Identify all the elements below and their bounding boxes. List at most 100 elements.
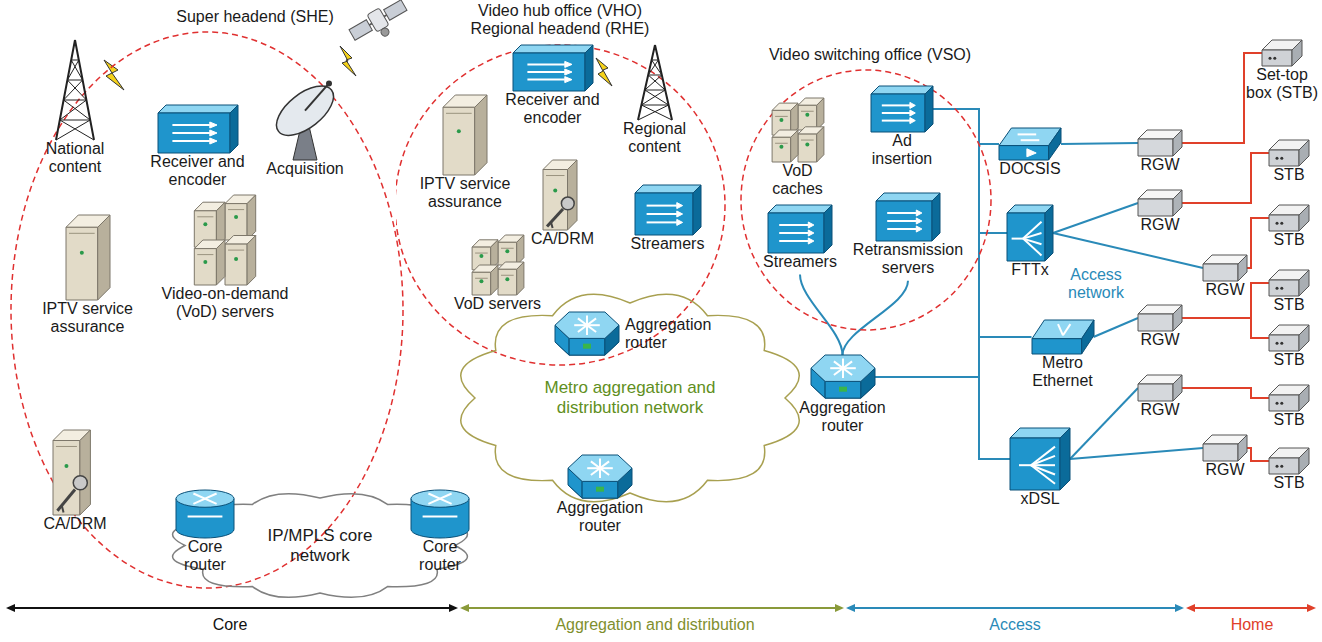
docsis-icon xyxy=(999,128,1061,160)
device-label: STB xyxy=(1262,231,1316,249)
region-heading: Video hub office (VHO) Regional headend … xyxy=(455,2,665,39)
network-device: STB xyxy=(1262,270,1316,314)
device-label: RGW xyxy=(1195,461,1255,479)
device-label: STB xyxy=(1262,474,1316,492)
stb-icon xyxy=(1269,448,1309,474)
site-region: Video switching office (VSO)VoD cachesAd… xyxy=(738,44,1000,344)
hex-icon xyxy=(555,312,619,356)
network-device: Core router xyxy=(170,490,240,575)
lightning-bolt xyxy=(340,46,356,76)
device-label: Aggregation router xyxy=(619,316,725,353)
device-label: National content xyxy=(30,140,120,177)
network-device: Streamers xyxy=(755,205,845,271)
device-label: RGW xyxy=(1130,401,1190,419)
network-device: Aggregation router xyxy=(545,455,655,536)
network-device: CA/DRM xyxy=(520,160,605,248)
device-label: CA/DRM xyxy=(30,515,120,533)
network-device: IPTV service assurance xyxy=(405,95,525,212)
stb-icon xyxy=(1269,270,1309,296)
device-label: IPTV service assurance xyxy=(405,175,525,212)
stb-icon xyxy=(1269,140,1309,166)
network-device: STB xyxy=(1262,325,1316,369)
box-icon xyxy=(513,45,593,91)
rgw-icon xyxy=(1203,255,1247,281)
network-device: Regional content xyxy=(612,45,697,157)
device-label: IPTV service assurance xyxy=(20,300,155,337)
network-device: VoD caches xyxy=(755,98,840,199)
device-label: Ad insertion xyxy=(862,132,942,169)
network-device: VoD servers xyxy=(450,235,545,313)
home-link xyxy=(1182,153,1269,203)
device-label: Core router xyxy=(405,538,475,575)
stb-icon xyxy=(1269,205,1309,231)
keysrv-icon xyxy=(543,160,583,230)
device-label: Set-top box (STB) xyxy=(1245,66,1319,103)
device-label: Aggregation router xyxy=(795,399,890,436)
network-device: Receiver and encoder xyxy=(145,105,250,190)
xdsl-icon xyxy=(1010,428,1070,490)
stack-icon xyxy=(771,98,825,162)
device-label: RGW xyxy=(1195,281,1255,299)
device-label: STB xyxy=(1262,166,1316,184)
device-label: STB xyxy=(1262,411,1316,429)
server-icon xyxy=(66,215,110,300)
stb-icon xyxy=(1269,385,1309,411)
device-label: STB xyxy=(1262,296,1316,314)
dish-icon xyxy=(265,75,345,160)
device-label: Acquisition xyxy=(255,160,355,178)
access-link xyxy=(1070,388,1138,459)
device-label: Streamers xyxy=(755,253,845,271)
access-link xyxy=(843,281,909,355)
section-label: Home xyxy=(1192,616,1312,634)
access-link xyxy=(1053,233,1203,268)
access-link xyxy=(875,377,1011,459)
network-device: Receiver and encoder xyxy=(500,45,605,128)
box-icon xyxy=(768,205,832,253)
device-label: STB xyxy=(1262,351,1316,369)
network-device: Video-on-demand (VoD) servers xyxy=(150,195,300,322)
network-device: FTTx xyxy=(995,205,1065,279)
section-label: Aggregation and distribution xyxy=(505,616,805,634)
access-link xyxy=(875,337,1032,377)
box-icon xyxy=(635,185,701,235)
rgw-icon xyxy=(1203,435,1247,461)
network-device: Streamers xyxy=(620,185,715,253)
device-label: xDSL xyxy=(1000,490,1080,508)
hex-icon xyxy=(811,355,875,399)
network-device: RGW xyxy=(1130,305,1190,349)
device-label: Regional content xyxy=(612,120,697,157)
network-device: Ad insertion xyxy=(862,86,942,169)
stack-icon xyxy=(193,195,257,285)
cyl-icon xyxy=(411,490,469,538)
home-link xyxy=(1182,388,1269,398)
network-device: STB xyxy=(1262,205,1316,249)
network-device: STB xyxy=(1262,140,1316,184)
home-link xyxy=(1182,318,1269,338)
device-label: Video-on-demand (VoD) servers xyxy=(150,285,300,322)
network-device: Aggregation router xyxy=(555,312,725,356)
network-device: Retransmission servers xyxy=(848,193,968,278)
network-device: National content xyxy=(30,40,120,177)
device-label: CA/DRM xyxy=(520,230,605,248)
keysrv-icon xyxy=(53,430,97,515)
home-link xyxy=(1247,448,1269,461)
access-link xyxy=(1061,143,1138,144)
device-label: VoD caches xyxy=(755,162,840,199)
satellite-icon xyxy=(347,0,413,51)
network-device: IPTV service assurance xyxy=(20,215,155,337)
network-device: Core router xyxy=(405,490,475,575)
device-label: Metro Ethernet xyxy=(1015,354,1110,391)
server-icon xyxy=(443,95,487,175)
access-link xyxy=(1094,318,1139,337)
device-label: Receiver and encoder xyxy=(500,91,605,128)
network-device: RGW xyxy=(1130,190,1190,234)
device-label: RGW xyxy=(1130,156,1190,174)
network-device: Aggregation router xyxy=(795,355,890,436)
section-axis xyxy=(6,604,1316,612)
device-label: FTTx xyxy=(995,261,1065,279)
rgw-icon xyxy=(1138,305,1182,331)
stack-icon xyxy=(471,235,525,295)
network-name: IP/MPLS core network xyxy=(265,526,375,565)
hex-icon xyxy=(568,455,632,499)
home-link xyxy=(1247,218,1269,268)
